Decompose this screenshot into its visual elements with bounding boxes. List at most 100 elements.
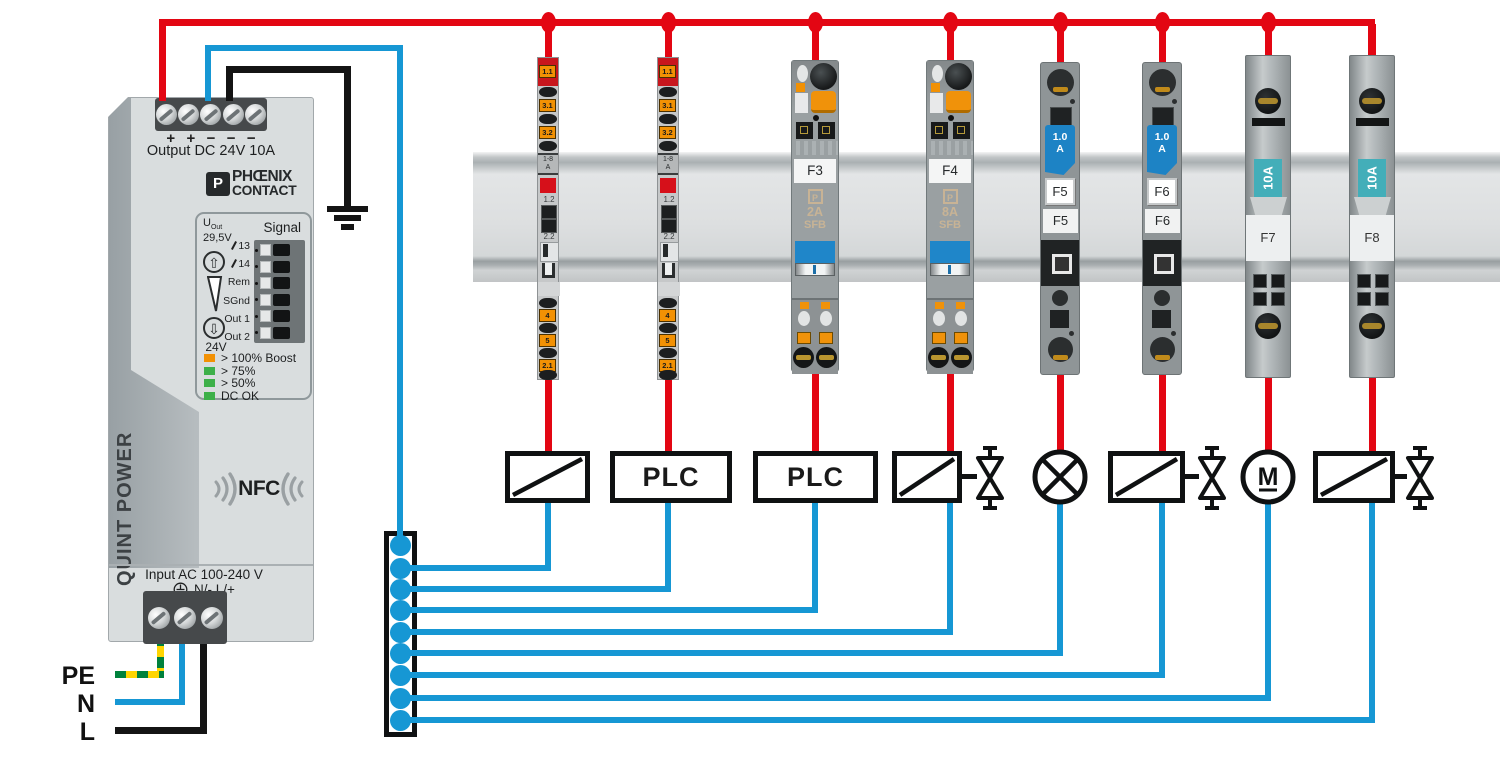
uout-label: UOut 29,5V	[203, 217, 232, 245]
solenoid-coil-symbol	[1313, 451, 1395, 503]
locking-latch	[946, 91, 971, 113]
output-screw-terminal	[200, 104, 222, 125]
svg-text:M: M	[1258, 463, 1279, 491]
nfc-waves-right-icon	[281, 472, 304, 506]
load-return-wire-horizontal	[396, 565, 551, 571]
trip-indicator	[540, 178, 556, 193]
terminal-tag: 4	[659, 309, 676, 322]
minus-terminal-dot	[389, 709, 411, 731]
load-return-wire-horizontal	[396, 717, 1375, 723]
push-in-terminal	[953, 122, 970, 139]
terminal-bump	[539, 348, 557, 358]
device-supply-wire	[1158, 24, 1166, 68]
solenoid-coil-symbol	[505, 451, 590, 503]
led-legend: > 100% Boost > 75% > 50% DC OK	[204, 351, 296, 403]
device-supply-wire	[1264, 24, 1272, 61]
valve-link-line	[1183, 474, 1199, 479]
channel-window	[661, 219, 677, 233]
input-screw-terminal	[147, 606, 170, 629]
device-id-label: F8	[1350, 215, 1394, 261]
minus-terminal-dot	[389, 687, 411, 709]
input-section-divider	[109, 564, 313, 566]
minus-feed-vertical	[205, 45, 211, 101]
positive-bus-wire	[159, 19, 1375, 26]
load-return-wire-vertical	[947, 500, 953, 635]
boost-up-arrow-icon: ⇧	[203, 251, 225, 273]
terminal-tag: 1.1	[539, 65, 556, 78]
plc-load-symbol: PLC	[753, 451, 878, 503]
signal-label: Signal	[263, 220, 301, 235]
terminal-bump	[539, 114, 557, 124]
device-id-label-2: F5	[1043, 209, 1078, 233]
plc-load-symbol: PLC	[610, 451, 732, 503]
push-in-terminal	[818, 122, 835, 139]
load-return-wire-horizontal	[396, 650, 1063, 656]
contact-tick-icon	[231, 241, 238, 250]
terminal-bump	[659, 323, 677, 333]
device-id-label: F3	[794, 159, 836, 183]
channel-window	[541, 205, 557, 219]
signal-pin-labels: 13 14 Rem SGnd Out 1 Out 2	[223, 240, 250, 343]
rail-clip	[662, 263, 675, 278]
terminal-tag: 3.1	[539, 99, 556, 112]
valve-symbol	[1405, 445, 1435, 511]
status-window	[1154, 254, 1174, 274]
channel-window	[661, 205, 677, 219]
device-load-wire	[1056, 371, 1064, 456]
output-screw-terminal	[156, 104, 178, 125]
reset-switch	[795, 241, 835, 263]
load-return-wire-vertical	[1159, 500, 1165, 678]
phoenix-logo-icon: P	[206, 172, 230, 197]
load-return-wire-vertical	[1057, 500, 1063, 656]
phoenix-contact-logo: P PHŒNIX CONTACT	[206, 169, 297, 198]
earth-wire-vertical	[226, 66, 233, 101]
minus-terminal-dot	[389, 578, 411, 600]
power-supply-quint: QUINT POWER + + − − − Output DC 24V 10A …	[108, 97, 314, 644]
terminal-tag: 1.1	[659, 65, 676, 78]
solenoid-coil-symbol	[892, 451, 962, 503]
terminal-bump	[539, 323, 557, 333]
device-load-wire	[946, 368, 954, 456]
load-return-wire-horizontal	[396, 586, 671, 592]
load-return-wire-horizontal	[396, 629, 953, 635]
terminal-tag: 4	[539, 309, 556, 322]
device-id-label: F6	[1147, 178, 1177, 205]
minus-terminal-dot	[389, 534, 411, 556]
channel-label: 2.2	[543, 232, 555, 241]
input-screw-terminal	[200, 606, 223, 629]
potentiometer-wedge-icon	[207, 276, 223, 312]
minus-feed-horizontal	[205, 45, 403, 51]
load-return-wire-horizontal	[396, 695, 1271, 701]
load-75-led	[204, 366, 215, 375]
output-screw-terminal	[222, 104, 244, 125]
minus-terminal-dot	[389, 621, 411, 643]
bus-junction-dot	[807, 12, 823, 33]
signal-connector	[254, 240, 305, 343]
channel-label: 1.2	[663, 195, 675, 204]
dc-ok-led	[204, 391, 215, 400]
status-window	[797, 65, 808, 82]
device-load-wire	[544, 376, 552, 456]
terminal-bump	[659, 87, 677, 97]
line-wire-horizontal	[115, 727, 207, 734]
device-load-wire	[811, 368, 819, 456]
terminal-bump	[659, 348, 677, 358]
neutral-wire-vertical	[179, 635, 185, 705]
terminal-bump	[539, 298, 557, 308]
positive-feed-wire	[159, 22, 166, 101]
output-polarity-row: + + − − −	[166, 130, 256, 147]
lamp-symbol	[1030, 447, 1090, 507]
minus-feed-down	[397, 45, 403, 548]
motor-symbol: M	[1238, 447, 1298, 507]
terminal-bump	[659, 298, 677, 308]
